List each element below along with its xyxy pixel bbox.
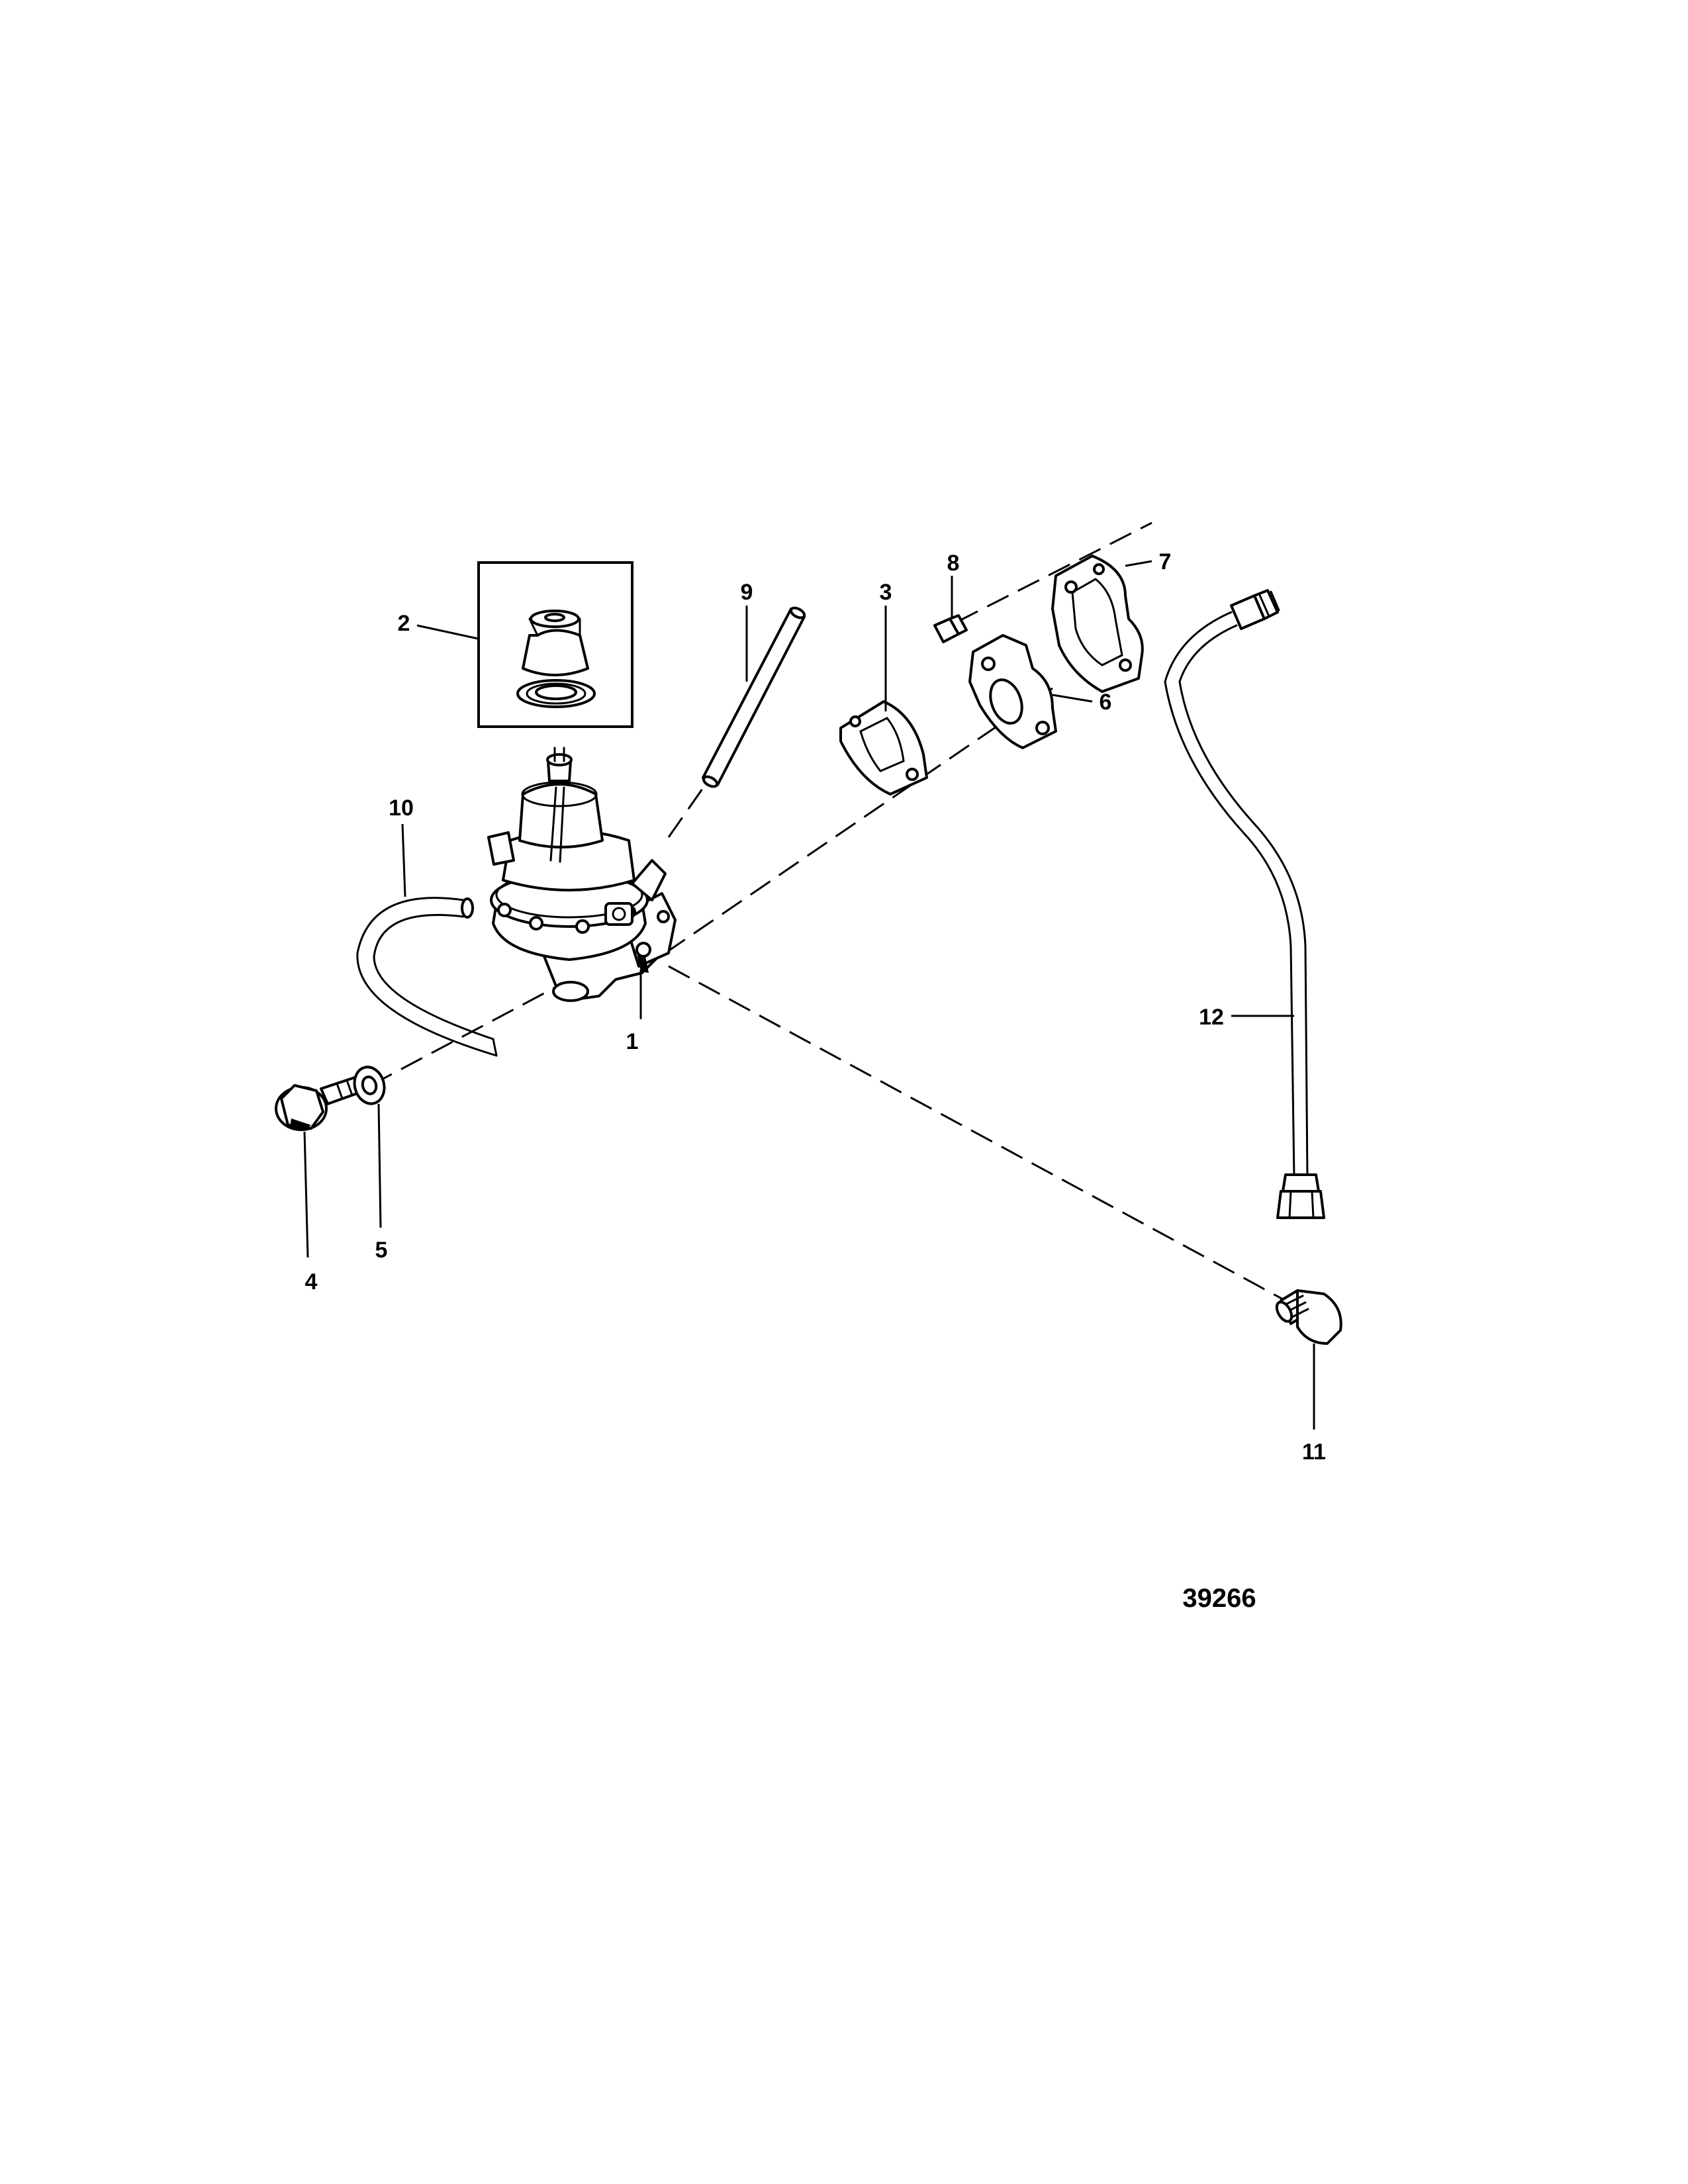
part-8-fitting [933, 614, 968, 643]
callout-3: 3 [880, 580, 892, 605]
callout-5: 5 [375, 1238, 388, 1263]
part-6-plate [968, 634, 1057, 749]
part-3-gasket [839, 700, 928, 796]
callout-labels: 1 2 3 4 5 6 7 8 9 10 11 12 [305, 549, 1326, 1465]
callout-11: 11 [1302, 1439, 1326, 1465]
part-7-gasket [1051, 555, 1144, 693]
part-9-tube [702, 606, 806, 788]
part-11-elbow-fitting [1275, 1289, 1342, 1345]
callout-1: 1 [626, 1029, 639, 1054]
part-12-fuel-line [1164, 589, 1325, 1219]
part-2-seal-kit [477, 561, 633, 728]
figure-number: 39266 [1182, 1584, 1256, 1613]
callout-2: 2 [398, 611, 410, 636]
part-1-fuel-pump [487, 747, 677, 1002]
callout-4: 4 [305, 1269, 318, 1295]
callout-10: 10 [389, 796, 414, 821]
part-5-washer [353, 1066, 386, 1105]
callout-6: 6 [1100, 690, 1112, 715]
callout-12: 12 [1199, 1005, 1224, 1030]
callout-9: 9 [741, 580, 753, 605]
callout-8: 8 [947, 551, 960, 576]
part-10-hose [356, 897, 498, 1057]
leader-lines [303, 560, 1315, 1430]
callout-7: 7 [1159, 549, 1172, 574]
assembly-lines [370, 522, 1298, 1308]
